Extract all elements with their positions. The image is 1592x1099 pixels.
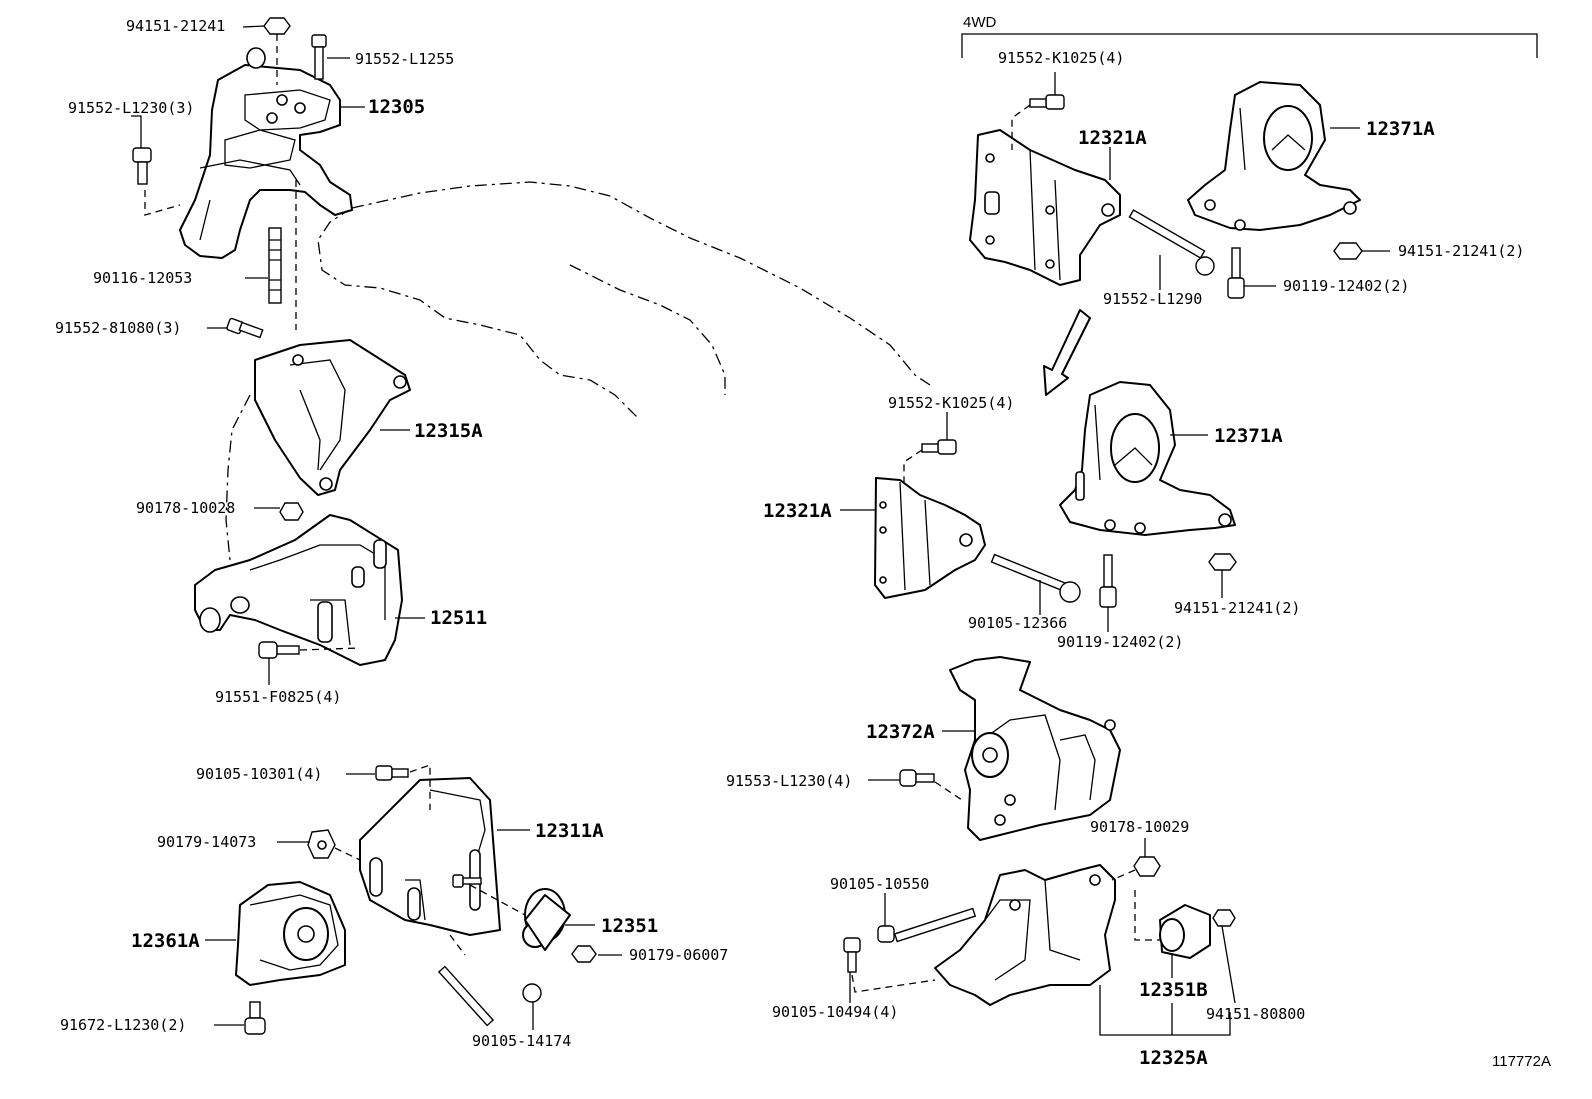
- label-90178-10029: 90178-10029: [1090, 818, 1189, 836]
- bolt-90105-10550[interactable]: [877, 907, 977, 943]
- bolt-90119-12402-mid[interactable]: [1099, 554, 1117, 608]
- label-12315A: 12315A: [414, 420, 483, 442]
- label-90105-14174: 90105-14174: [472, 1032, 571, 1050]
- bushing-12351B[interactable]: [1159, 904, 1211, 959]
- dash-90105-10301: [409, 764, 431, 810]
- bolt-stud-12311[interactable]: [452, 874, 482, 888]
- stud-90116-12053[interactable]: [268, 227, 282, 304]
- bracket-12315A[interactable]: [254, 339, 411, 496]
- mount-12371A-mid[interactable]: [1059, 381, 1236, 536]
- direction-arrow: [1043, 309, 1091, 396]
- label-90178-10028: 90178-10028: [136, 499, 235, 517]
- dash-12351: [469, 884, 526, 916]
- bolt-90105-12366[interactable]: [990, 553, 1081, 603]
- nut-90178-10029[interactable]: [1133, 856, 1161, 877]
- dash-91551: [299, 647, 361, 651]
- dash-91553: [934, 781, 963, 801]
- nut-90179-06007[interactable]: [571, 945, 597, 963]
- bolt-90105-14174[interactable]: [437, 965, 542, 1027]
- bolt-91552-L1230[interactable]: [132, 147, 152, 185]
- bolt-91552-K1025-top[interactable]: [1029, 94, 1065, 110]
- label-94151-21241-top-right: 94151-21241(2): [1398, 242, 1524, 260]
- nut-90178-10028[interactable]: [279, 502, 304, 521]
- label-90105-12366: 90105-12366: [968, 614, 1067, 632]
- label-12511: 12511: [430, 607, 487, 629]
- part-12305-mount[interactable]: [179, 47, 353, 259]
- label-12311A: 12311A: [535, 820, 604, 842]
- dash-k1025-mid: [903, 449, 923, 490]
- label-12361A: 12361A: [131, 930, 200, 952]
- bushing-12351[interactable]: [522, 888, 571, 951]
- label-12351: 12351: [601, 915, 658, 937]
- label-94151-21241-mid: 94151-21241(2): [1174, 599, 1300, 617]
- label-12305: 12305: [368, 96, 425, 118]
- mount-12371A-top[interactable]: [1187, 81, 1361, 231]
- dash-bolt-to-mount-left: [144, 190, 181, 216]
- nut-94151-21241-top[interactable]: [263, 17, 291, 35]
- bolt-91672-L1230[interactable]: [244, 1001, 266, 1035]
- label-12325A: 12325A: [1139, 1047, 1208, 1069]
- bracket-12321A-mid[interactable]: [874, 477, 986, 599]
- dash-90178-10029: [1111, 869, 1160, 941]
- dash-90105-14174: [449, 934, 466, 956]
- bolt-91552-K1025-mid[interactable]: [921, 439, 957, 455]
- label-12371A-mid: 12371A: [1214, 425, 1283, 447]
- bracket-12311A[interactable]: [359, 777, 501, 936]
- dash-90105-10494: [851, 974, 936, 993]
- label-90116-12053: 90116-12053: [93, 269, 192, 287]
- label-91551-F0825: 91551-F0825(4): [215, 688, 341, 706]
- label-94151-21241: 94151-21241: [126, 17, 225, 35]
- label-94151-80800: 94151-80800: [1206, 1005, 1305, 1023]
- label-91553-L1230: 91553-L1230(4): [726, 772, 852, 790]
- label-91552-81080: 91552-81080(3): [55, 319, 181, 337]
- label-90105-10494: 90105-10494(4): [772, 1003, 898, 1021]
- bracket-4wd-group: [961, 33, 1538, 58]
- label-91552-K1025-top: 91552-K1025(4): [998, 49, 1124, 67]
- bolt-91553-L1230[interactable]: [899, 769, 935, 787]
- label-91552-L1255: 91552-L1255: [355, 50, 454, 68]
- label-91672-L1230: 91672-L1230(2): [60, 1016, 186, 1034]
- mount-12372A[interactable]: [949, 656, 1121, 841]
- label-90105-10301: 90105-10301(4): [196, 765, 322, 783]
- bolt-90105-10494[interactable]: [843, 937, 861, 973]
- label-90119-12402-mid: 90119-12402(2): [1057, 633, 1183, 651]
- leader-lines: [131, 25, 1390, 1036]
- nut-94151-21241-top-right[interactable]: [1333, 242, 1363, 260]
- nut-94151-21241-mid[interactable]: [1208, 553, 1237, 571]
- label-90179-14073: 90179-14073: [157, 833, 256, 851]
- label-12321A-mid: 12321A: [763, 500, 832, 522]
- figure-id: 117772A: [1492, 1053, 1551, 1070]
- label-90105-10550: 90105-10550: [830, 875, 929, 893]
- mount-12361A[interactable]: [235, 881, 346, 986]
- label-12371A-top: 12371A: [1366, 118, 1435, 140]
- label-12351B: 12351B: [1139, 979, 1208, 1001]
- label-90119-12402-top: 90119-12402(2): [1283, 277, 1409, 295]
- bolt-90119-12402-top[interactable]: [1227, 247, 1245, 299]
- label-12321A-top: 12321A: [1078, 127, 1147, 149]
- bracket-12325A[interactable]: [934, 864, 1116, 1006]
- bracket-12321A-top[interactable]: [969, 129, 1121, 286]
- labels: 94151-21241 91552-L1255 91552-L1230(3) 1…: [55, 14, 1551, 1070]
- nut-90179-14073[interactable]: [307, 829, 336, 859]
- label-90179-06007: 90179-06007: [629, 946, 728, 964]
- engine-outline: [225, 181, 931, 561]
- label-91552-L1290: 91552-L1290: [1103, 290, 1202, 308]
- label-91552-L1230: 91552-L1230(3): [68, 99, 194, 117]
- bolt-91552-L1290[interactable]: [1128, 209, 1215, 276]
- bolt-91552-L1255[interactable]: [311, 34, 327, 80]
- bolt-91551-F0825[interactable]: [258, 641, 300, 659]
- label-4wd: 4WD: [963, 14, 997, 31]
- bolt-91552-81080[interactable]: [226, 317, 264, 339]
- label-12372A: 12372A: [866, 721, 935, 743]
- dash-90179-14073: [334, 847, 361, 861]
- bracket-12511[interactable]: [194, 514, 403, 666]
- bolt-90105-10301[interactable]: [375, 765, 409, 781]
- nut-94151-80800[interactable]: [1212, 909, 1236, 927]
- label-91552-K1025-mid: 91552-K1025(4): [888, 394, 1014, 412]
